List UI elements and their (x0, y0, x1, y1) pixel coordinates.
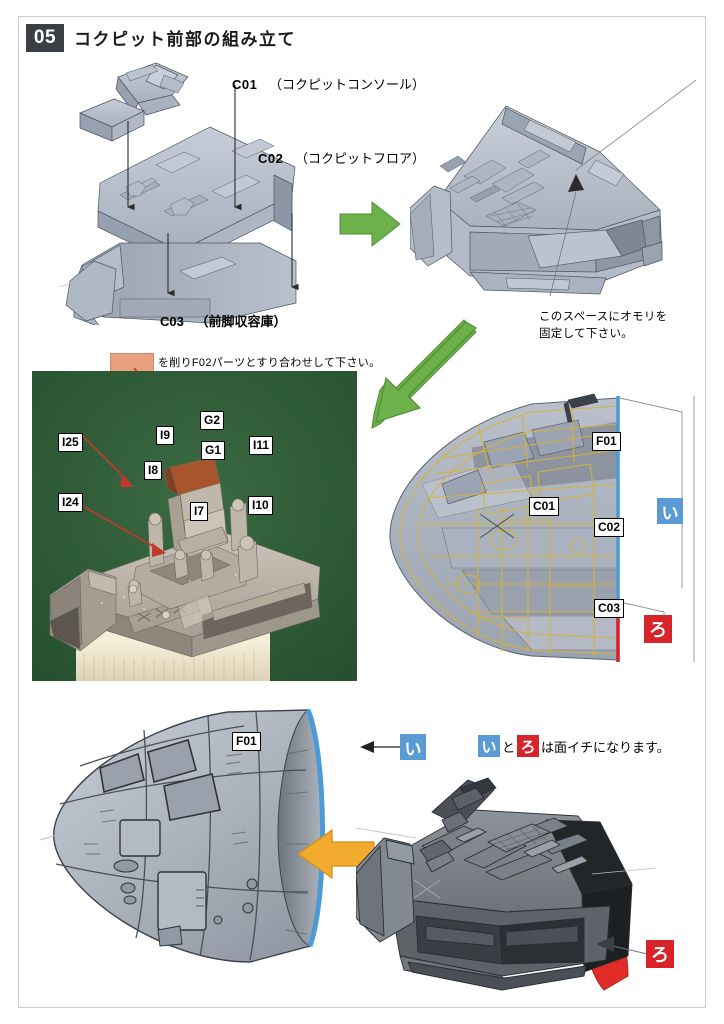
flush-note-conjunction: と (502, 739, 516, 755)
cutaway-label-c02: C02 (594, 518, 625, 537)
photo-label-i8: I8 (144, 461, 163, 480)
flush-note-text: は面イチになります。 (541, 739, 670, 755)
green-arrow-diagonal-icon (371, 319, 477, 429)
nose-cone-svg (40, 709, 325, 963)
photo-svg (32, 371, 357, 681)
part-label-c01: C01 （コクピットコンソール） (232, 74, 425, 93)
cockpit-assembly-diagram (356, 776, 656, 1000)
green-arrow-right-icon (339, 200, 401, 248)
photo-label-i11: I11 (249, 436, 274, 455)
part-name-c02: （コクピットフロア） (294, 151, 425, 166)
photo-label-g2: G2 (200, 411, 225, 430)
nose-label-f01: F01 (232, 732, 261, 751)
cutaway-badge-i: い (657, 498, 683, 524)
weight-note-line2: 固定して下さい。 (539, 327, 634, 340)
part-name-c01: （コクピットコンソール） (268, 77, 425, 92)
cutaway-badge-ro: ろ (644, 615, 672, 643)
blue-badge-leader-line (360, 741, 402, 753)
cutaway-label-c01: C01 (529, 497, 560, 516)
weight-note-line1: このスペースにオモリを (539, 311, 668, 323)
reference-photo (32, 371, 357, 681)
cutaway-label-f01: F01 (592, 432, 621, 451)
photo-label-i24: I24 (58, 493, 83, 512)
bottom-badge-ro: ろ (646, 940, 674, 968)
nose-cone-diagram (40, 694, 350, 974)
part-name-c03: （前脚収容庫） (195, 314, 287, 329)
assembled-cockpit-diagram (410, 80, 700, 310)
cockpit-assembly-svg (356, 777, 656, 991)
photo-label-i7: I7 (190, 502, 209, 521)
photo-label-g1: G1 (201, 441, 226, 460)
page-title: コクピット前部の組み立て (74, 30, 296, 49)
photo-label-i10: I10 (248, 496, 273, 515)
flush-note-badge-i: い (478, 735, 500, 757)
cutaway-section-view (382, 388, 702, 670)
photo-label-i25: I25 (58, 433, 83, 452)
flush-note-badge-ro: ろ (517, 735, 540, 757)
part-label-c03: C03 （前脚収容庫） (160, 311, 287, 330)
part-code-c02: C02 (258, 151, 284, 166)
weight-note: このスペースにオモリを 固定して下さい。 (539, 309, 667, 342)
bottom-badge-i: い (400, 734, 426, 760)
photo-label-i9: I9 (156, 426, 175, 445)
part-code-c01: C01 (232, 77, 258, 92)
flush-note: い と ろ は面イチになります。 (478, 735, 670, 757)
part-label-c02: C02 （コクピットフロア） (258, 148, 425, 167)
grind-note: を削りF02パーツとすり合わせして下さい。 (158, 357, 381, 369)
exploded-cad-svg (60, 62, 299, 325)
cutaway-label-c03: C03 (594, 599, 625, 618)
page-border (18, 16, 706, 1008)
step-number-badge: 05 (26, 24, 64, 52)
assembled-cad-svg (410, 80, 697, 297)
cutaway-svg (389, 393, 695, 662)
exploded-assembly-diagram (60, 55, 350, 325)
part-code-c03: C03 (160, 314, 184, 329)
